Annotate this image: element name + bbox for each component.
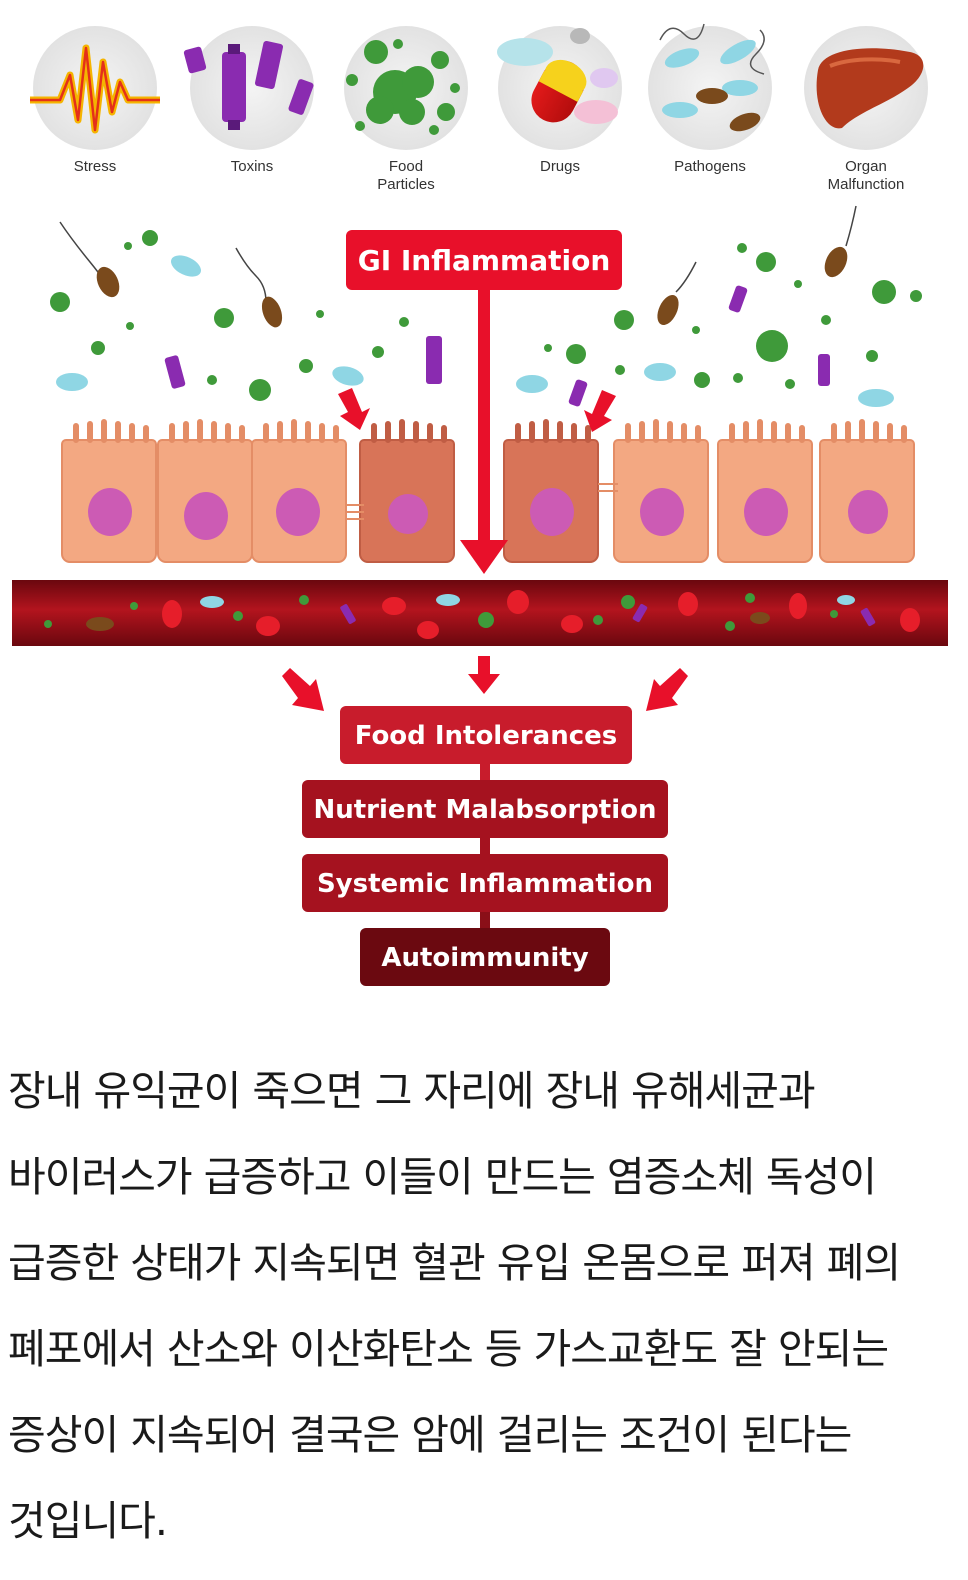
blood-vessel [12, 580, 948, 646]
arrow-diagonal-icon [646, 668, 688, 711]
pathogen-icon [56, 255, 894, 407]
arrow-diagonal-icon [282, 668, 324, 711]
cascade-item: Nutrient Malabsorption [313, 795, 656, 825]
damage-arrow-icon [338, 388, 616, 432]
food-particles-icon [346, 39, 460, 135]
cause-label: Stress [74, 158, 117, 175]
cause-label: Drugs [540, 158, 580, 175]
cascade-item: Systemic Inflammation [317, 869, 653, 899]
invading-particles [50, 205, 922, 407]
cause-pathogens: Pathogens [648, 23, 772, 175]
stress-zigzag-icon [30, 44, 160, 134]
gi-inflammation-box: GI Inflammation [346, 230, 622, 290]
intestinal-cell-layer [61, 388, 915, 563]
liver-icon [816, 48, 924, 129]
toxin-icon [164, 285, 830, 407]
pills-capsule-icon [497, 28, 618, 124]
cause-toxins: Toxins [183, 26, 314, 175]
bacteria-icon [659, 23, 765, 132]
cascade-arrows [282, 656, 688, 711]
main-down-arrow-icon [460, 290, 508, 574]
cascade: Food Intolerances Nutrient Malabsorption… [302, 706, 668, 986]
cause-label: Toxins [231, 158, 274, 175]
cause-stress: Stress [30, 26, 160, 175]
cell-nucleus [88, 488, 888, 540]
red-blood-cell [162, 590, 920, 639]
toxin-molecules-icon [183, 40, 314, 130]
caption-text: 장내 유익균이 죽으면 그 자리에 장내 유해세균과 바이러스가 급증하고 이들… [8, 1067, 901, 1545]
food-particle-icon [50, 230, 922, 401]
arrow-down-icon [468, 656, 500, 694]
cause-drugs: Drugs [497, 26, 622, 175]
cause-label: Pathogens [674, 158, 746, 175]
gi-inflammation-label: GI Inflammation [358, 244, 611, 277]
cascade-item: Autoimmunity [381, 943, 588, 973]
cascade-item: Food Intolerances [355, 721, 618, 751]
bacteria-icon [59, 205, 857, 328]
